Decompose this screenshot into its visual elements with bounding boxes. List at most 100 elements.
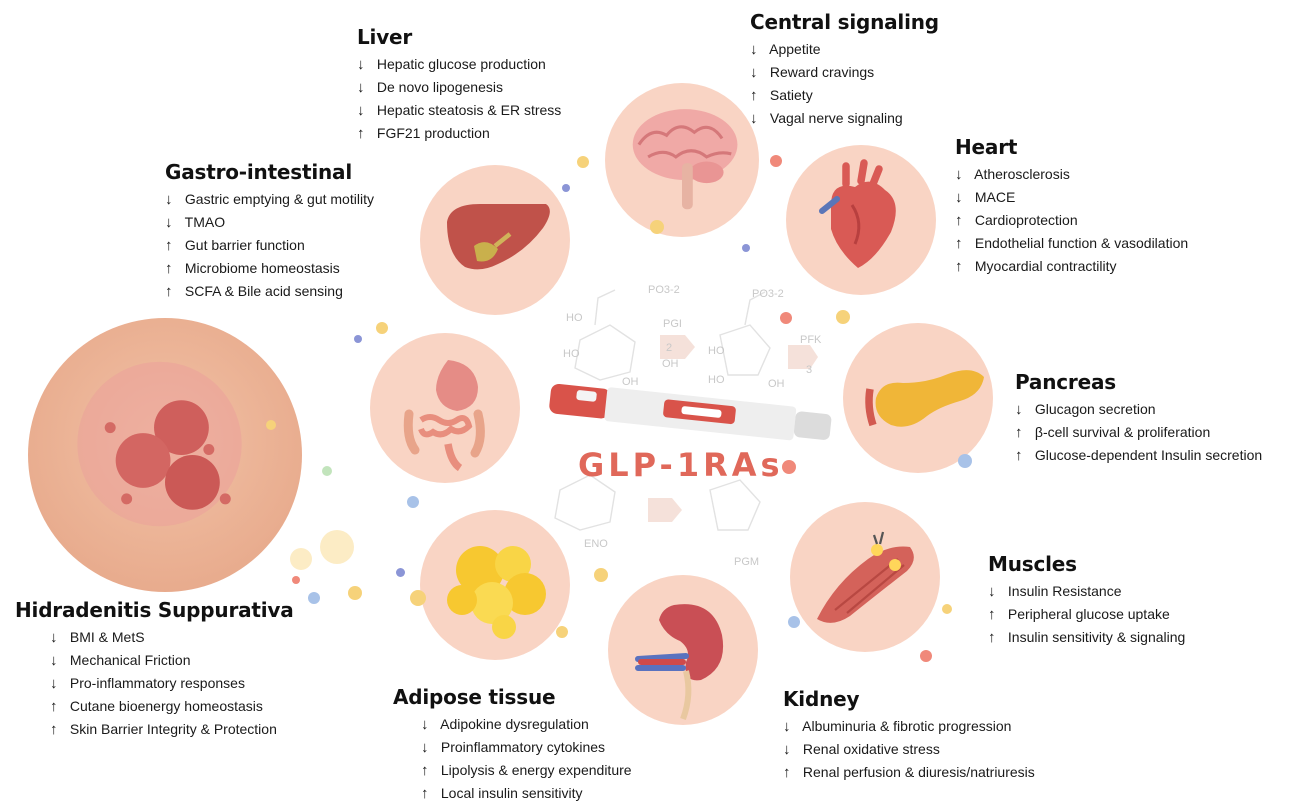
arrow-icon: ↑ <box>357 125 365 142</box>
effect-text: Cutane bioenergy homeostasis <box>69 698 263 714</box>
liver-circle <box>420 165 570 315</box>
liver-title: Liver <box>357 25 413 49</box>
list-item: ↑ Renal perfusion & diuresis/natriuresis <box>783 761 1035 784</box>
hs-list: ↓ BMI & MetS ↓ Mechanical Friction ↓ Pro… <box>15 626 294 741</box>
list-item: ↓ Gastric emptying & gut motility <box>165 188 374 211</box>
brain-icon <box>605 83 759 237</box>
list-item: ↓ BMI & MetS <box>50 626 294 649</box>
hs-group: Hidradenitis Suppurativa ↓ BMI & MetS ↓ … <box>15 598 294 741</box>
arrow-icon: ↑ <box>165 260 173 277</box>
gi-title: Gastro-intestinal <box>165 160 353 184</box>
effect-text: Proinflammatory cytokines <box>440 739 606 755</box>
kidney-list: ↓ Albuminuria & fibrotic progression ↓ R… <box>783 715 1035 784</box>
list-item: ↑ Satiety <box>750 84 939 107</box>
arrow-icon: ↑ <box>988 606 996 623</box>
molecule-label: ENO <box>584 538 608 550</box>
gi-list: ↓ Gastric emptying & gut motility ↓ TMAO… <box>165 188 374 303</box>
molecule-label: PGM <box>734 556 760 568</box>
list-item: ↓ Albuminuria & fibrotic progression <box>783 715 1035 738</box>
arrow-icon: ↓ <box>988 583 996 600</box>
bubble <box>410 590 426 606</box>
arrow-icon: ↓ <box>955 166 963 183</box>
bubble <box>920 650 932 662</box>
arrow-icon: ↓ <box>783 741 791 758</box>
effect-text: Albuminuria & fibrotic progression <box>802 718 1012 734</box>
effect-text: SCFA & Bile acid sensing <box>184 283 343 299</box>
molecule-label: OH <box>662 358 679 370</box>
list-item: ↑ Endothelial function & vasodilation <box>955 232 1188 255</box>
arrow-icon: ↑ <box>1015 447 1023 464</box>
arrow-icon: ↑ <box>955 212 963 229</box>
kidney-icon <box>608 575 758 725</box>
list-item: ↓ Adipokine dysregulation <box>421 713 632 736</box>
bubble <box>290 548 312 570</box>
list-item: ↑ Cutane bioenergy homeostasis <box>50 695 294 718</box>
effect-text: Cardioprotection <box>974 212 1078 228</box>
arrow-icon: ↑ <box>50 698 58 715</box>
list-item: ↓ Proinflammatory cytokines <box>421 736 632 759</box>
list-item: ↑ SCFA & Bile acid sensing <box>165 280 374 303</box>
effect-text: Vagal nerve signaling <box>769 110 903 126</box>
arrow-icon: ↑ <box>750 87 758 104</box>
muscles-group: Muscles ↓ Insulin Resistance ↑ Periphera… <box>988 552 1185 649</box>
glp1-pen-icon <box>549 383 832 441</box>
effect-text: FGF21 production <box>376 125 490 141</box>
list-item: ↓ Reward cravings <box>750 61 939 84</box>
molecule-label: HO <box>708 374 725 386</box>
arrow-icon: ↓ <box>50 652 58 669</box>
drug-label: GLP-1RAs <box>578 446 784 484</box>
list-item: ↓ Renal oxidative stress <box>783 738 1035 761</box>
arrow-icon: ↑ <box>421 785 429 802</box>
arrow-icon: ↑ <box>1015 424 1023 441</box>
molecule-label: PGI <box>663 318 682 330</box>
muscles-list: ↓ Insulin Resistance ↑ Peripheral glucos… <box>988 580 1185 649</box>
muscle-icon <box>790 502 940 652</box>
list-item: ↓ De novo lipogenesis <box>357 76 561 99</box>
arrow-icon: ↓ <box>357 102 365 119</box>
arrow-icon: ↑ <box>783 764 791 781</box>
adipose-circle <box>420 510 570 660</box>
effect-text: Satiety <box>769 87 813 103</box>
effect-text: Appetite <box>769 41 821 57</box>
list-item: ↑ β-cell survival & proliferation <box>1015 421 1262 444</box>
molecule-label: PO3-2 <box>752 288 784 300</box>
arrow-icon: ↑ <box>988 629 996 646</box>
arrow-icon: ↓ <box>750 64 758 81</box>
pancreas-icon <box>843 323 993 473</box>
effect-text: Gastric emptying & gut motility <box>184 191 374 207</box>
arrow-icon: ↓ <box>955 189 963 206</box>
effect-text: Glucose-dependent Insulin secretion <box>1034 447 1263 463</box>
arrow-icon: ↑ <box>955 258 963 275</box>
effect-text: Insulin sensitivity & signaling <box>1007 629 1186 645</box>
molecule-label: HO <box>708 345 725 357</box>
effect-text: Microbiome homeostasis <box>184 260 340 276</box>
arrow-icon: ↓ <box>357 79 365 96</box>
list-item: ↓ MACE <box>955 186 1188 209</box>
arrow-icon: ↑ <box>955 235 963 252</box>
bubble <box>407 496 419 508</box>
liver-icon <box>420 165 570 315</box>
gi-circle <box>370 333 520 483</box>
gi-group: Gastro-intestinal ↓ Gastric emptying & g… <box>165 160 374 303</box>
heart-list: ↓ Atherosclerosis ↓ MACE ↑ Cardioprotect… <box>955 163 1188 278</box>
effect-text: Glucagon secretion <box>1034 401 1156 417</box>
effect-text: Gut barrier function <box>184 237 305 253</box>
adipose-title: Adipose tissue <box>393 685 556 709</box>
hs-skin-circle <box>28 318 302 592</box>
bubble <box>396 568 405 577</box>
bubble <box>770 155 782 167</box>
bubble <box>376 322 388 334</box>
list-item: ↑ Cardioprotection <box>955 209 1188 232</box>
list-item: ↓ Pro-inflammatory responses <box>50 672 294 695</box>
bubble <box>836 310 850 324</box>
stomach-icon <box>370 333 520 483</box>
effect-text: Endothelial function & vasodilation <box>974 235 1189 251</box>
central-list: ↓ Appetite ↓ Reward cravings ↑ Satiety ↓… <box>750 38 939 130</box>
bubble <box>780 312 792 324</box>
list-item: ↓ TMAO <box>165 211 374 234</box>
skin-lesion-icon <box>28 318 302 592</box>
effect-text: Renal oxidative stress <box>802 741 940 757</box>
list-item: ↑ FGF21 production <box>357 122 561 145</box>
list-item: ↑ Skin Barrier Integrity & Protection <box>50 718 294 741</box>
liver-list: ↓ Hepatic glucose production ↓ De novo l… <box>357 53 561 145</box>
